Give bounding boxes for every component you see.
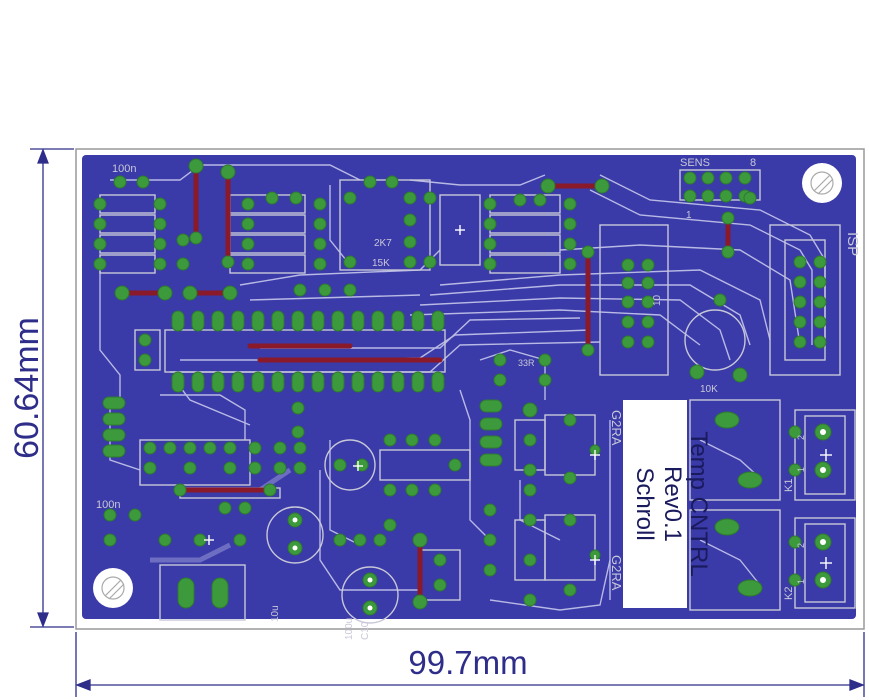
silk-r-15k: 15K xyxy=(372,258,390,269)
silk-term-1a: 1 xyxy=(796,467,806,472)
component-outlines xyxy=(99,169,856,624)
silk-g2ra-bottom: G2RA xyxy=(609,555,624,591)
silk-term-1b: 1 xyxy=(796,579,806,584)
silk-relay-k1: K1 xyxy=(783,479,795,492)
board-label-line2: Rev0.1 xyxy=(659,466,686,542)
height-dimension xyxy=(30,148,74,628)
silk-ic-10: 10 xyxy=(652,294,663,306)
board-label: Temp CNTRL Rev0.1 Schroll xyxy=(631,431,712,576)
silk-pin-1: 1 xyxy=(686,210,692,221)
silk-isp: ISP xyxy=(844,232,861,256)
silk-g2ra-top: G2RA xyxy=(609,410,624,446)
silk-pin-8: 8 xyxy=(750,157,756,169)
silk-r-2k7: 2K7 xyxy=(374,238,392,249)
silk-cap-100n-top: 100n xyxy=(112,163,136,175)
height-dimension-label: 60.64mm xyxy=(8,317,46,459)
width-dimension-label: 99.7mm xyxy=(408,644,527,681)
silk-cap-100n-left: 100n xyxy=(96,499,120,511)
board-label-line3: Schroll xyxy=(631,467,658,540)
board-label-box xyxy=(623,400,687,608)
silk-term-2b: 2 xyxy=(796,543,806,548)
silk-term-2a: 2 xyxy=(796,435,806,440)
width-dimension xyxy=(75,632,865,697)
board-outline xyxy=(75,148,865,630)
polarity-marks xyxy=(204,225,832,569)
silk-sens: SENS xyxy=(680,157,710,169)
drill-holes xyxy=(292,429,826,611)
mounting-hole-bottom-left xyxy=(93,568,133,608)
jumper-traces xyxy=(119,163,731,605)
silk-relay-k2: K2 xyxy=(783,587,795,600)
silk-cap-100u: 100u xyxy=(344,618,355,640)
pad-layer xyxy=(93,158,832,616)
silk-r-33r: 33R xyxy=(518,358,535,368)
silk-cap-10u: 10u xyxy=(270,605,281,622)
silk-r-10k: 10K xyxy=(700,384,718,395)
mounting-hole-top-right xyxy=(802,163,842,203)
board-label-line1: Temp CNTRL xyxy=(685,431,712,576)
silk-c10: C10 xyxy=(360,621,371,640)
